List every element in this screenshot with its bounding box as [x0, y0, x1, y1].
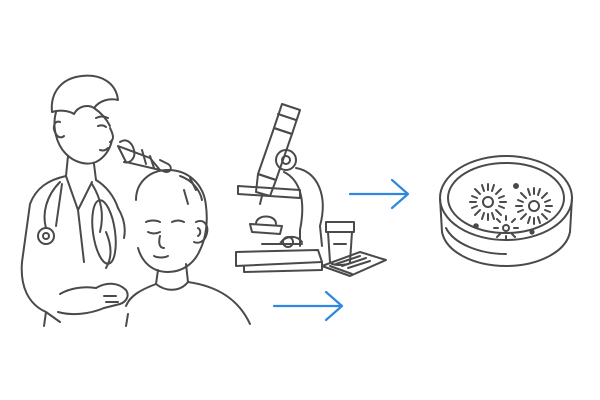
arrow-right-icon: [348, 178, 410, 210]
colony-large-left: [469, 183, 507, 221]
colony-large-right: [515, 187, 553, 225]
petri-dish-inner: [447, 162, 565, 234]
microscope-sample-icon: [235, 103, 387, 277]
colony-dot: [529, 229, 535, 235]
glass-slide-icon: [321, 251, 387, 277]
petri-dish-culture-icon: [439, 155, 573, 267]
colony-small: [493, 215, 519, 241]
doctor-figure: [20, 74, 129, 327]
petri-dish-wall: [439, 197, 573, 267]
patient-figure: [125, 169, 251, 327]
arrow-right-icon: [272, 290, 344, 322]
petri-dish-rim: [439, 155, 573, 241]
doctor-examining-scalp-icon: [20, 74, 251, 327]
colony-dot: [513, 183, 519, 189]
colony-dot: [473, 223, 479, 229]
